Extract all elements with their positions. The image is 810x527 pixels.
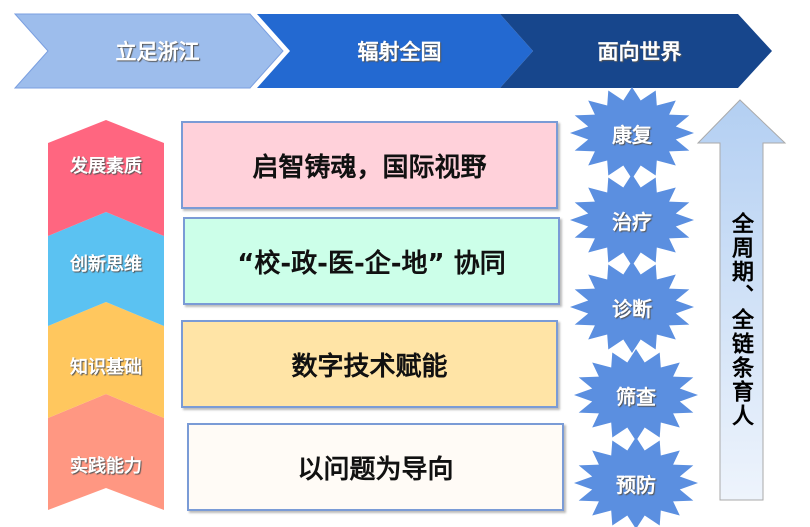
step-label-1: 立足浙江 xyxy=(115,40,200,64)
pillar-shape-4 xyxy=(48,394,164,510)
stage-label-2: 治疗 xyxy=(612,209,652,234)
stage-label-3: 诊断 xyxy=(612,296,652,321)
step-label-3: 面向世界 xyxy=(597,40,682,64)
step-chevron-1 xyxy=(13,13,284,89)
box-3: 数字技术赋能 xyxy=(181,320,558,408)
step-chevron-3 xyxy=(500,14,772,88)
box-2: “校-政-医-企-地” 协同 xyxy=(183,217,560,305)
box-1: 启智铸魂，国际视野 xyxy=(181,121,558,209)
step-label-2: 辐射全国 xyxy=(357,40,442,64)
arrow-label: 全周期、全链条育人 xyxy=(728,212,753,428)
up-arrow xyxy=(696,99,787,501)
box-4: 以问题为导向 xyxy=(187,423,564,511)
stage-star-4 xyxy=(574,349,698,441)
stage-label-4: 筛查 xyxy=(616,384,656,409)
stage-star-2 xyxy=(570,174,694,266)
stage-label-5: 预防 xyxy=(616,472,656,497)
stage-star-1 xyxy=(570,87,694,179)
pillar-label-1: 发展素质 xyxy=(70,156,142,177)
stage-star-3 xyxy=(570,261,694,353)
pillar-shape-3 xyxy=(48,302,164,418)
stage-label-1: 康复 xyxy=(612,122,652,147)
pillar-label-3: 知识基础 xyxy=(70,357,142,378)
pillar-label-2: 创新思维 xyxy=(70,254,142,275)
step-chevron-2 xyxy=(257,14,533,88)
pillar-label-4: 实践能力 xyxy=(70,456,142,477)
pillar-shape-1 xyxy=(48,120,164,236)
stage-star-5 xyxy=(574,437,698,527)
pillar-shape-2 xyxy=(48,212,164,326)
